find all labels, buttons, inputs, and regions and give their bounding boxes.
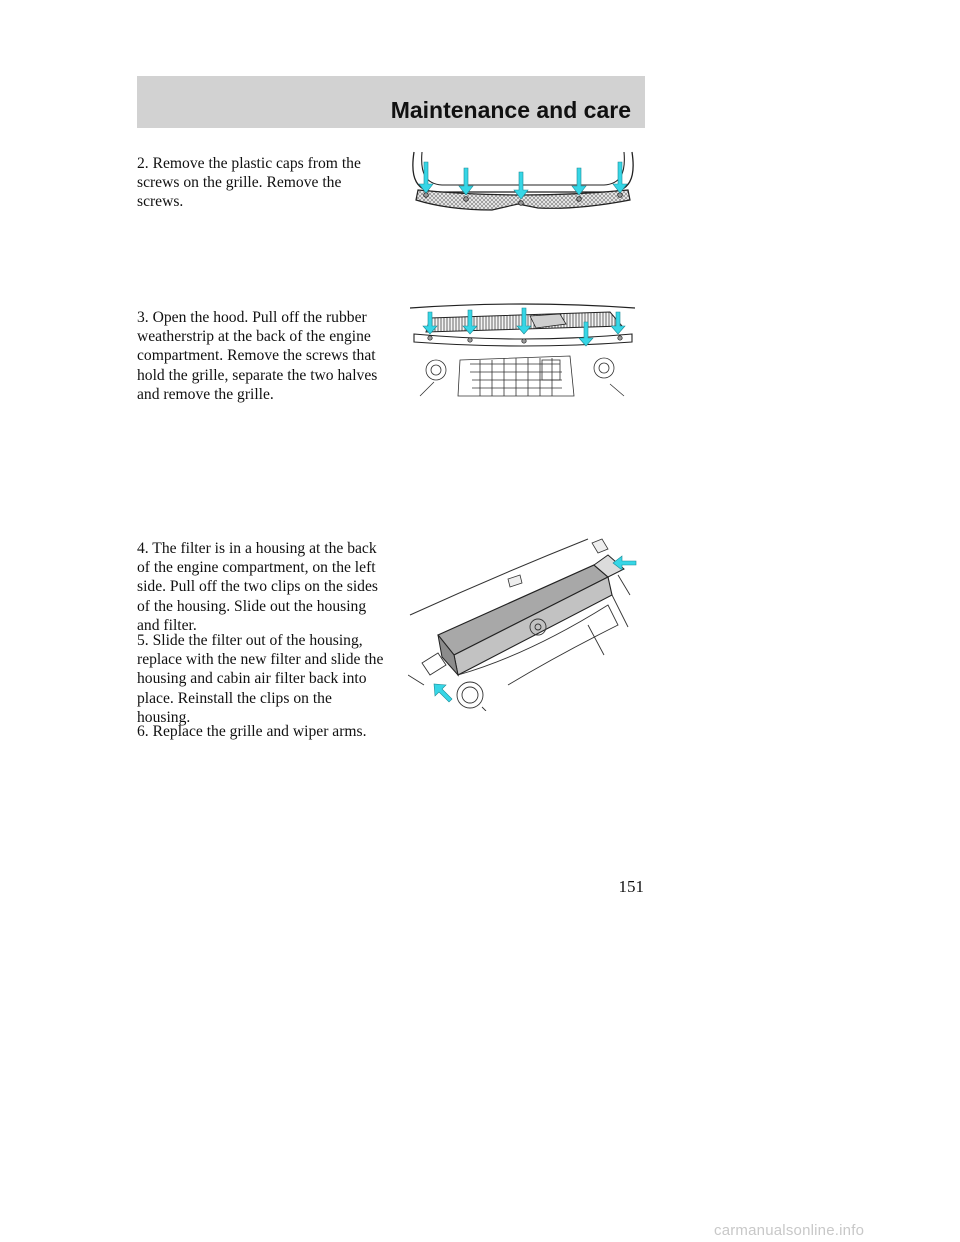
filter-housing-illustration — [408, 538, 637, 711]
grille-screw-caps-illustration — [412, 151, 634, 211]
step-4-text: 4. The filter is in a housing at the bac… — [137, 540, 378, 634]
header-band: Maintenance and care — [137, 76, 645, 128]
step-5-text: 5. Slide the filter out of the housing, … — [137, 632, 384, 726]
step-3-text: 3. Open the hood. Pull off the rubber we… — [137, 309, 378, 403]
step-2-text: 2. Remove the plastic caps from the scre… — [137, 155, 361, 211]
step-6-text: 6. Replace the grille and wiper arms. — [137, 723, 367, 740]
engine-compartment-grille-illustration — [410, 303, 635, 397]
footer-watermark: carmanualsonline.info — [714, 1222, 865, 1239]
arrow-icon — [422, 307, 626, 347]
arrow-icon — [418, 161, 628, 200]
page-title: Maintenance and care — [390, 97, 631, 123]
page-number: 151 — [618, 877, 645, 896]
arrow-icon — [433, 555, 637, 703]
